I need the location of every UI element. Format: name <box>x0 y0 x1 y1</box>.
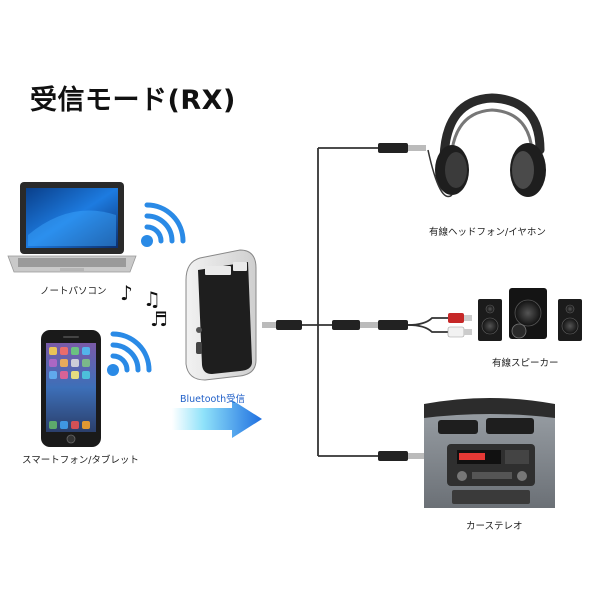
smartphone-icon <box>41 330 101 447</box>
music-note-icon: ♪ <box>120 281 133 305</box>
headphones-icon <box>427 93 546 198</box>
music-note-icon: ♬ <box>150 307 168 331</box>
wifi-icon <box>141 202 186 247</box>
rca-plug-icon <box>447 313 472 338</box>
speakers-label: 有線スピーカー <box>492 358 559 369</box>
music-note-icon: ♫ <box>143 287 161 311</box>
car-stereo-label: カーステレオ <box>466 521 523 532</box>
laptop-label: ノートパソコン <box>40 286 107 297</box>
bluetooth-receive-label: Bluetooth受信 <box>180 394 246 405</box>
headphones-label: 有線ヘッドフォン/イヤホン <box>429 227 546 238</box>
wifi-icon <box>107 331 152 376</box>
audio-cable <box>302 147 448 457</box>
car-stereo-icon <box>424 398 555 508</box>
audio-jack-icon <box>262 320 408 330</box>
arrow-right-icon <box>172 400 262 438</box>
page-title: 受信モード(RX) <box>30 85 236 116</box>
audio-jack-icon <box>378 143 426 461</box>
speakers-icon <box>478 288 582 341</box>
bluetooth-receiver-device <box>185 249 257 381</box>
laptop-icon <box>7 182 137 273</box>
smartphone-label: スマートフォン/タブレット <box>22 455 139 466</box>
